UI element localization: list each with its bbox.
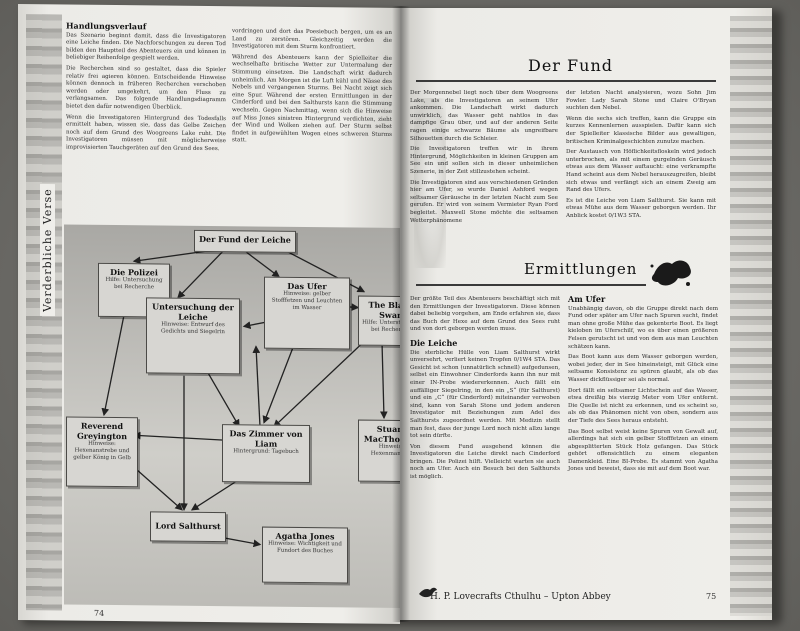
paragraph: vordringen und dort das Poesiebuch berge… (232, 28, 392, 51)
arrow (262, 344, 295, 424)
paragraph: Es ist die Leiche von Liam Salthurst. Si… (566, 197, 716, 219)
arrow (379, 341, 388, 420)
book-gutter (392, 6, 410, 622)
node-title: Agatha Jones (275, 530, 335, 542)
node-title: Das Zimmer von Liam (229, 428, 303, 449)
page-number-right: 75 (706, 592, 717, 601)
node-title: Reverend Greyington (76, 420, 128, 442)
left-page: Verderbliche Verse Handlungsverlauf Das … (18, 3, 400, 625)
node-title: Die Polizei (110, 266, 158, 278)
paragraph: Wenn die sechs sich treffen, kann die Gr… (566, 115, 716, 145)
node-title: Untersuchung der Leiche (152, 301, 234, 322)
left-col-2: vordringen und dort das Poesiebuch berge… (232, 28, 392, 150)
paragraph: Von diesem Fund ausgehend können die Inv… (410, 443, 560, 481)
plot-diagram: Der Fund der Leiche Die Polizei Hilfe: U… (64, 224, 400, 609)
node-sub: Hinweise: gelber Stofffetzen und Leuchte… (271, 290, 343, 312)
paragraph: Während des Abenteuers kann der Spiellei… (232, 54, 392, 144)
node-salthurst: Lord Salthurst (150, 511, 226, 543)
node-sub: Hintergrund: Tagebuch (233, 448, 299, 455)
paragraph: Die Investigatoren sind aus verschiedene… (410, 179, 558, 224)
left-col-1: Handlungsverlauf Das Szenario beginnt da… (66, 20, 226, 157)
node-zimmer: Das Zimmer von Liam Hintergrund: Tagebuc… (222, 424, 310, 484)
paragraph: Das Boot kann aus dem Wasser geborgen we… (568, 354, 718, 383)
paragraph: Die sterbliche Hülle von Liam Salthurst … (410, 349, 560, 440)
title-der-fund: Der Fund (528, 56, 613, 75)
node-sub: Hinweise: Entwurf des Gedichts und Siege… (161, 321, 225, 336)
node-sub: Hilfe: Untersuchung bei Recherche (105, 276, 163, 291)
node-sub: Hinweise: Hexenanstrebe und gelber König… (73, 440, 131, 462)
node-fund: Der Fund der Leiche (194, 229, 296, 253)
raven-icon (419, 587, 437, 598)
node-title: Der Fund der Leiche (199, 233, 291, 245)
paragraph: Die Investigatoren treffen wir in ihrem … (410, 146, 558, 175)
ornamental-border-right (730, 16, 772, 616)
arrow (177, 249, 225, 299)
arrow (273, 341, 365, 428)
page-number-left: 74 (94, 608, 105, 618)
title-rule (416, 284, 646, 286)
footer-title: H. P. Lovecrafts Cthulhu – Upton Abbey (430, 592, 611, 602)
arrow (252, 345, 261, 427)
arrow (243, 249, 281, 278)
fund-col-2: der letzten Nacht analysieren, wozu Sohn… (566, 90, 716, 224)
node-sub: Hinweise: Wichtigkeit und Fundort des Bu… (268, 540, 342, 555)
stone-illustration (414, 98, 446, 268)
node-title: Das Ufer (287, 280, 327, 292)
paragraph: Der größte Teil des Abenteuers beschäfti… (410, 296, 560, 333)
arrow (133, 466, 183, 511)
paragraph: Die Recherchen sind so gestaltet, dass d… (66, 65, 226, 111)
heading-handlungsverlauf: Handlungsverlauf (66, 20, 147, 32)
node-title: Lord Salthurst (155, 520, 221, 532)
title-ermittlungen: Ermittlungen (524, 260, 638, 278)
paragraph: Das Boot selbst weist keine Spuren von G… (568, 428, 718, 473)
paragraph: Der Austausch von Höflichkeitsfloskeln w… (566, 149, 716, 194)
arrow (101, 314, 125, 417)
paragraph: Dort fällt ein seltsamer Lichtschein auf… (568, 387, 718, 424)
paragraph: der letzten Nacht analysieren, wozu Sohn… (566, 90, 716, 112)
arrow (132, 431, 225, 441)
paragraph: Der Morgennebel liegt noch über dem Woog… (410, 90, 558, 142)
ink-splat-icon (650, 260, 691, 286)
heading-am-ufer: Am Ufer (568, 294, 606, 304)
node-reverend: Reverend Greyington Hinweise: Hexenanstr… (66, 416, 138, 488)
node-ufer: Das Ufer Hinweise: gelber Stofffetzen un… (264, 276, 350, 350)
paragraph: Das Szenario beginnt damit, dass die Inv… (66, 32, 226, 63)
heading-die-leiche: Die Leiche (410, 337, 458, 348)
node-untersuchung: Untersuchung der Leiche Hinweise: Entwur… (146, 297, 240, 375)
paragraph: Wenn die Investigatoren Hintergrund des … (66, 114, 226, 153)
erm-col-1: Der größte Teil des Abenteuers beschäfti… (410, 296, 560, 485)
right-page: Der Fund Der Morgennebel liegt noch über… (400, 8, 772, 620)
arrow (203, 365, 240, 428)
title-rule (416, 80, 716, 82)
fund-col-1: Der Morgennebel liegt noch über dem Woog… (410, 90, 558, 228)
erm-col-2: Am Ufer Unabhängig davon, ob die Gruppe … (568, 294, 718, 477)
node-agatha: Agatha Jones Hinweise: Wichtigkeit und F… (262, 526, 348, 584)
side-title: Verderbliche Verse (40, 184, 55, 317)
paragraph: Unabhängig davon, ob die Gruppe direkt n… (568, 305, 718, 350)
